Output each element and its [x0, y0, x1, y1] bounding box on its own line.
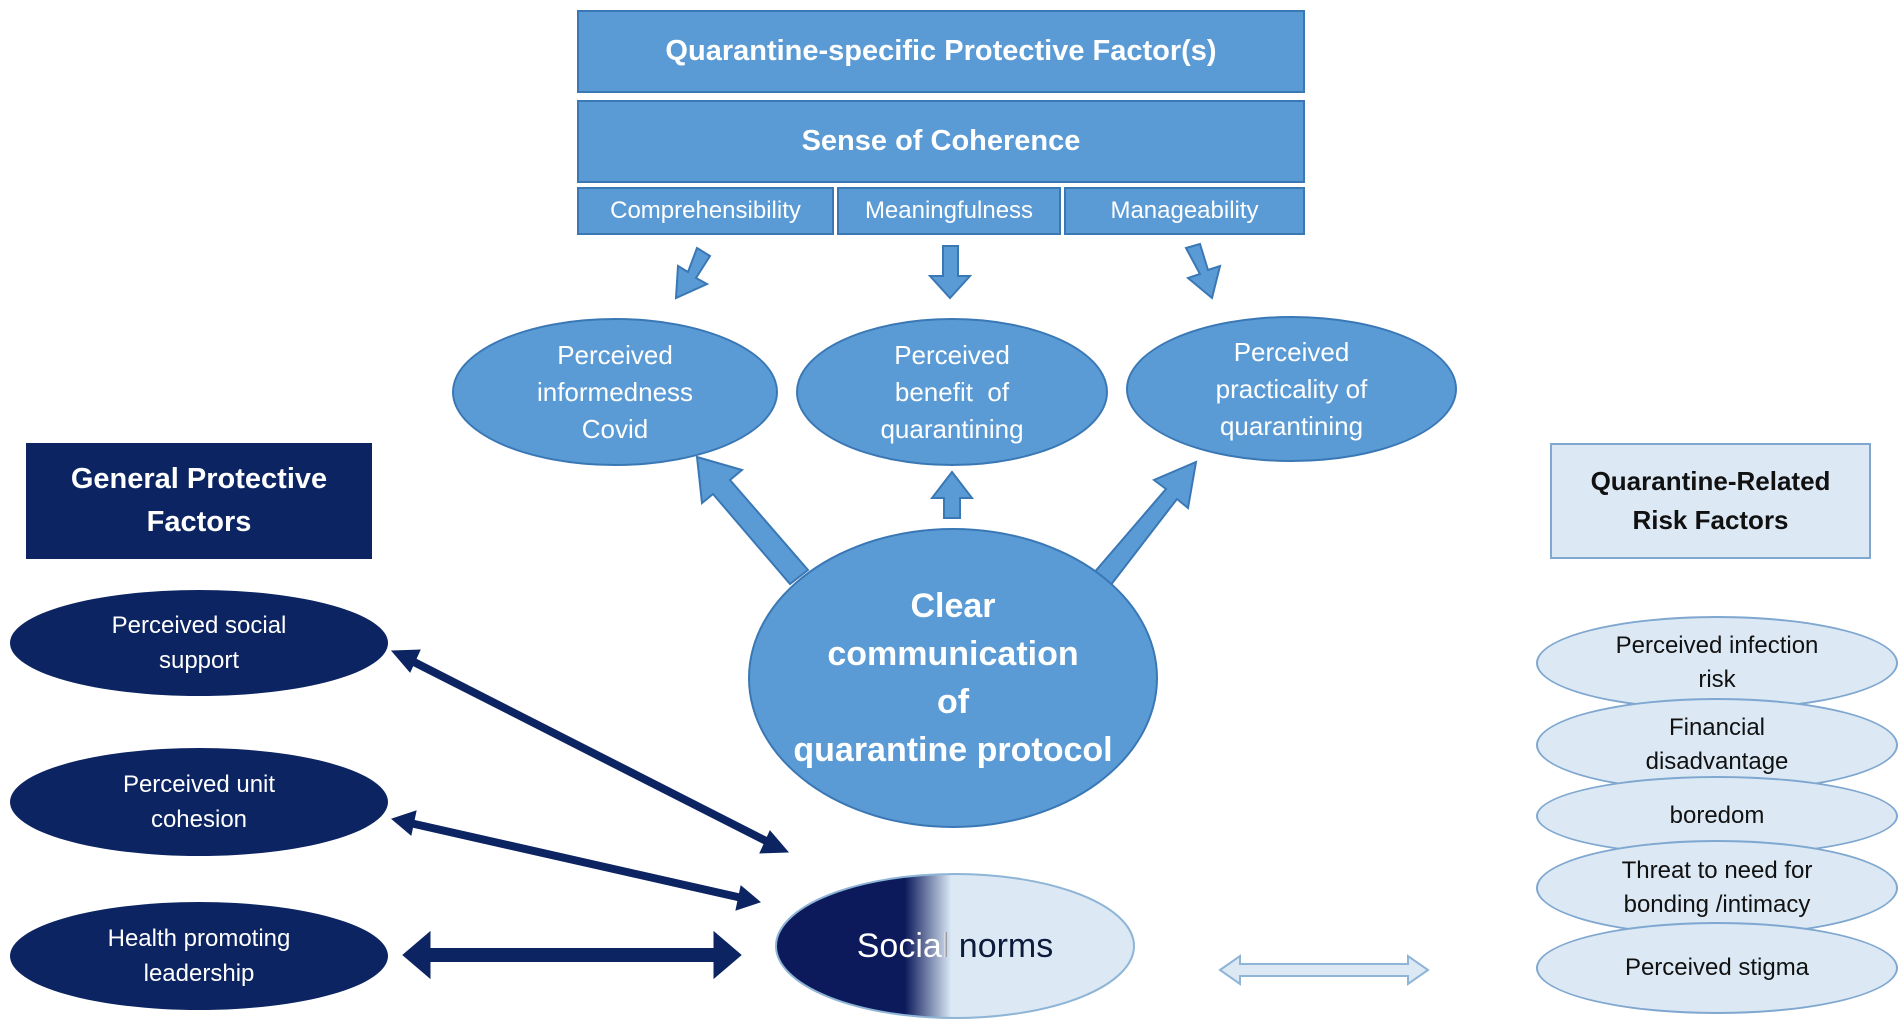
ellipse-line: practicality of — [1215, 373, 1368, 404]
item-line: leadership — [143, 960, 255, 987]
clear-communication-circle: Clear communication of quarantine protoc… — [748, 528, 1158, 828]
arrow-social-support — [390, 649, 790, 854]
ellipse-line: quarantining — [1219, 410, 1364, 441]
center-line: of — [936, 683, 970, 721]
component-label: Comprehensibility — [610, 197, 801, 224]
arrow-down-left — [674, 246, 712, 300]
comprehensibility-box: Comprehensibility — [577, 187, 834, 235]
arrow-risk-factors — [1218, 954, 1430, 986]
arrow-unit-cohesion — [390, 810, 762, 911]
item-line: cohesion — [150, 806, 248, 833]
item-line: risk — [1698, 666, 1736, 693]
arrow-down-right — [1184, 242, 1222, 300]
perceived-informedness-ellipse: Perceived informedness Covid — [452, 318, 778, 466]
item-line: bonding /intimacy — [1623, 891, 1811, 918]
ellipse-line: quarantining — [880, 413, 1024, 444]
ellipse-line: Perceived — [557, 339, 673, 370]
item-line: boredom — [1669, 802, 1765, 829]
center-line: Clear — [910, 587, 996, 625]
item-line: Financial — [1668, 714, 1766, 741]
social-norms-label: Social norms — [856, 926, 1054, 965]
perceived-infection-risk-ellipse: Perceived infection risk — [1536, 616, 1898, 710]
general-protective-factors-title: General Protective Factors — [26, 443, 372, 559]
title-line: Quarantine-Related — [1590, 466, 1831, 496]
item-line: Perceived social — [111, 612, 287, 639]
arrow-leadership — [402, 930, 742, 980]
item-line: Perceived infection — [1615, 632, 1819, 659]
perceived-practicality-ellipse: Perceived practicality of quarantining — [1126, 316, 1457, 462]
arrow-down-center — [927, 245, 973, 300]
financial-disadvantage-ellipse: Financial disadvantage — [1536, 698, 1898, 792]
manageability-box: Manageability — [1064, 187, 1305, 235]
center-line: communication — [827, 635, 1079, 673]
threat-to-bonding-ellipse: Threat to need for bonding /intimacy — [1536, 840, 1898, 936]
arrow-up-center — [929, 470, 975, 519]
ellipse-line: benefit of — [894, 376, 1010, 407]
arrow-up-left — [695, 455, 810, 586]
perceived-social-support-ellipse: Perceived social support — [10, 590, 388, 696]
component-label: Meaningfulness — [864, 197, 1034, 224]
center-line: quarantine protocol — [793, 731, 1113, 769]
protective-factors-header: Quarantine-specific Protective Factor(s) — [577, 10, 1305, 93]
header-title: Quarantine-specific Protective Factor(s) — [665, 35, 1217, 67]
health-promoting-leadership-ellipse: Health promoting leadership — [10, 902, 388, 1010]
perceived-benefit-ellipse: Perceived benefit of quarantining — [796, 318, 1108, 466]
sense-title: Sense of Coherence — [801, 125, 1081, 157]
ellipse-line: Perceived — [894, 339, 1010, 370]
perceived-unit-cohesion-ellipse: Perceived unit cohesion — [10, 748, 388, 856]
item-line: Perceived stigma — [1624, 954, 1810, 981]
ellipse-line: Perceived — [1233, 336, 1350, 367]
title-line: Factors — [146, 506, 252, 538]
meaningfulness-box: Meaningfulness — [837, 187, 1061, 235]
item-line: support — [158, 647, 240, 674]
ellipse-line: Covid — [581, 413, 649, 444]
component-label: Manageability — [1110, 197, 1259, 224]
item-line: Threat to need for — [1621, 857, 1813, 884]
social-norms-shape — [775, 873, 1135, 1019]
risk-factors-title: Quarantine-Related Risk Factors — [1550, 443, 1871, 559]
item-line: disadvantage — [1645, 748, 1789, 775]
perceived-stigma-ellipse: Perceived stigma — [1536, 922, 1898, 1014]
title-line: General Protective — [70, 463, 328, 495]
title-line: Risk Factors — [1632, 505, 1789, 535]
ellipse-line: informedness — [536, 376, 694, 407]
sense-of-coherence-box: Sense of Coherence — [577, 100, 1305, 183]
item-line: Health promoting — [107, 925, 291, 952]
item-line: Perceived unit — [122, 771, 276, 798]
arrow-up-right — [1091, 460, 1198, 588]
